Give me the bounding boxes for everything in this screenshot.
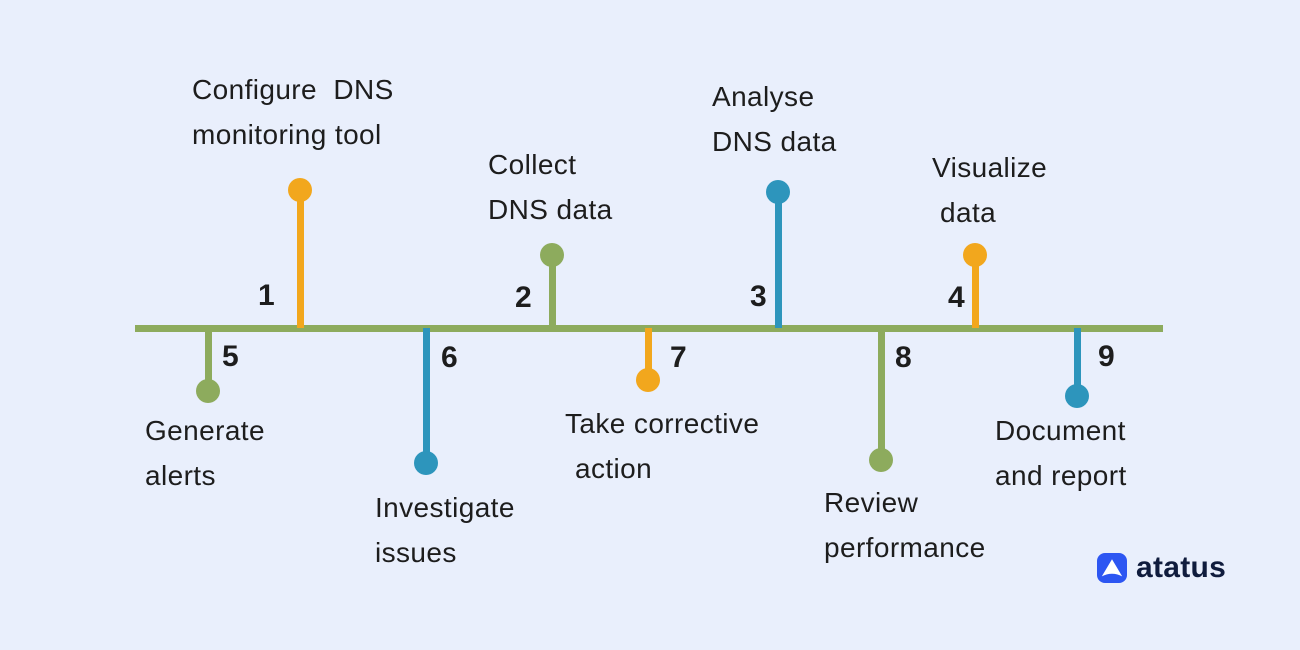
step-8-stem [877, 328, 885, 460]
step-7-label-line2: action [575, 453, 653, 484]
step-8-label-line2: performance [824, 532, 986, 563]
step-2-number: 2 [515, 281, 532, 314]
step-9-label-line2: and report [995, 460, 1127, 491]
step-7-label-line1: Take corrective [565, 408, 760, 439]
step-7-number: 7 [670, 341, 687, 374]
step-1-marker [288, 178, 312, 202]
step-7-label: Take corrective action [565, 401, 759, 491]
step-4-marker [963, 243, 987, 267]
step-7-marker [636, 368, 660, 392]
step-4-number: 4 [948, 281, 965, 314]
atatus-logo-text: atatus [1136, 551, 1227, 584]
step-5-stem [204, 328, 212, 391]
step-8-label: Review performance [824, 480, 986, 570]
step-5-label: Generate alerts [145, 408, 265, 498]
atatus-logo[interactable]: atatus [1097, 551, 1226, 585]
step-3-marker [766, 180, 790, 204]
step-3-number: 3 [750, 280, 767, 313]
step-7-stem [644, 328, 652, 380]
step-4-label: Visualize data [932, 145, 1047, 235]
step-9-label-line1: Document [995, 415, 1126, 446]
step-9-stem [1073, 328, 1081, 396]
step-1-label: Configure DNS monitoring tool [192, 67, 394, 157]
step-6-number: 6 [441, 341, 458, 374]
step-9-marker [1065, 384, 1089, 408]
step-9-number: 9 [1098, 340, 1115, 373]
step-5-label-line2: alerts [145, 460, 216, 491]
step-5-number: 5 [222, 340, 239, 373]
step-6-label: Investigate issues [375, 485, 515, 575]
step-5-marker [196, 379, 220, 403]
step-1-number: 1 [258, 279, 275, 312]
step-2-label-line2: DNS data [488, 194, 613, 225]
step-8-label-line1: Review [824, 487, 919, 518]
step-4-stem [971, 255, 979, 328]
step-9-label: Document and report [995, 408, 1127, 498]
step-4-label-line2: data [940, 197, 997, 228]
step-5-label-line1: Generate [145, 415, 265, 446]
step-6-stem [422, 328, 430, 463]
step-2-label-line1: Collect [488, 149, 577, 180]
step-2-stem [548, 255, 556, 328]
step-8-number: 8 [895, 341, 912, 374]
step-3-label-line2: DNS data [712, 126, 837, 157]
step-3-stem [774, 192, 782, 328]
step-3-label-line1: Analyse [712, 81, 815, 112]
step-6-label-line1: Investigate [375, 492, 515, 523]
step-1-label-line1: Configure DNS [192, 74, 394, 105]
atatus-triangle-icon [1097, 553, 1127, 583]
step-1-stem [296, 190, 304, 328]
step-2-marker [540, 243, 564, 267]
step-4-label-line1: Visualize [932, 152, 1048, 183]
step-8-marker [869, 448, 893, 472]
step-6-label-line2: issues [375, 537, 457, 568]
step-1-label-line2: monitoring tool [192, 119, 382, 150]
step-6-marker [414, 451, 438, 475]
